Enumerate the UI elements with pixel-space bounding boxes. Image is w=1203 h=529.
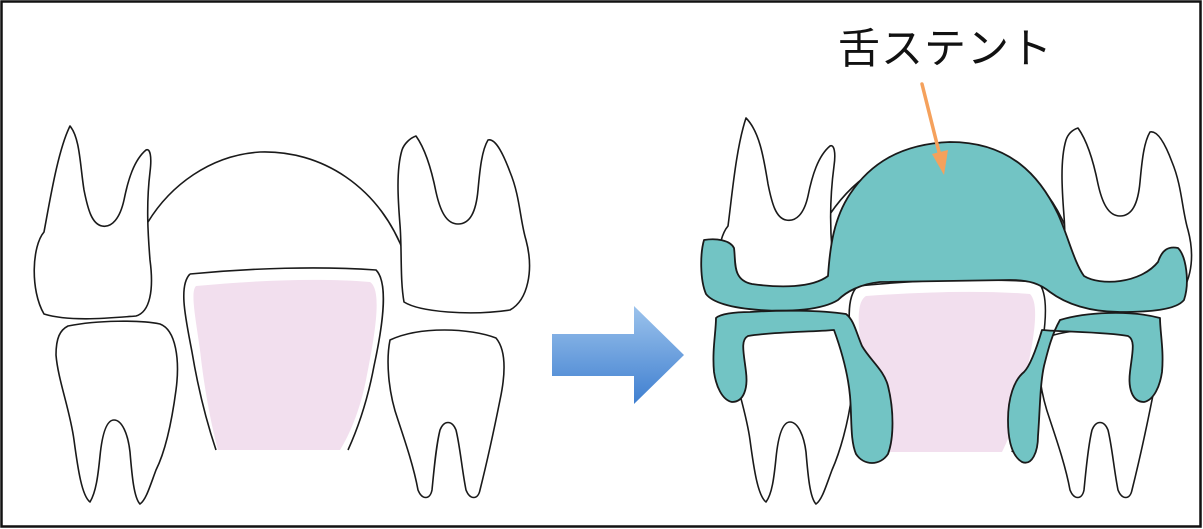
upper-right-tooth (398, 136, 529, 313)
lower-left-tooth (56, 321, 177, 504)
right-arrow-icon (552, 306, 684, 404)
right-panel (701, 84, 1191, 504)
palate-arch-left (148, 152, 406, 258)
lower-right-tooth (388, 330, 504, 498)
tongue-left (193, 280, 376, 450)
lower-left-tooth-right (732, 325, 853, 504)
stent-label: 舌ステント (838, 28, 1053, 70)
upper-left-tooth (34, 126, 151, 319)
left-panel (34, 126, 529, 504)
